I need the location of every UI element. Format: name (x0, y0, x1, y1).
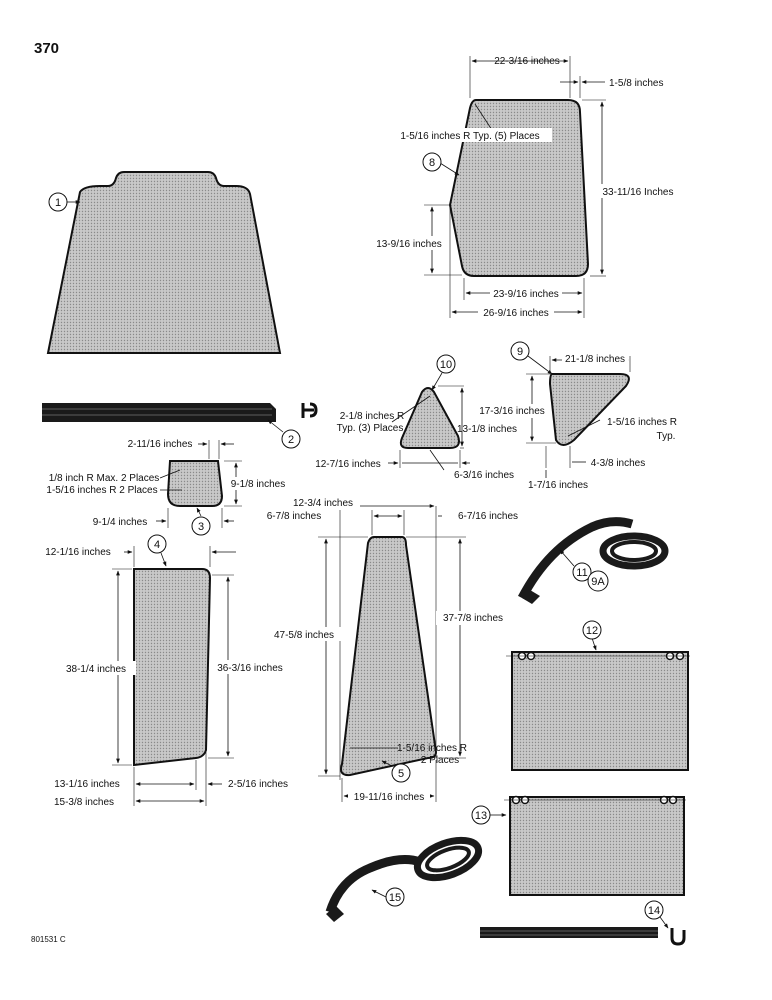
seal-strip-14 (480, 927, 658, 938)
dim-p10-radius-b: Typ. (3) Places (337, 423, 404, 434)
dim-p3-radius1: 1/8 inch R Max. 2 Places (49, 473, 160, 484)
glass-panel-9 (548, 373, 630, 446)
callout-12-label: 12 (586, 625, 598, 637)
glass-panel-10 (399, 387, 460, 449)
callout-4-label: 4 (154, 539, 160, 551)
callout-11 (572, 562, 592, 582)
callout-2 (281, 429, 301, 449)
dim-p9-top: 21-1/8 inches (565, 354, 625, 365)
dim-p4-right: 36-3/16 inches (217, 663, 283, 674)
dim-p5-top-left: 6-7/8 inches (267, 511, 321, 522)
dim-p9-radius-b: Typ. (657, 431, 676, 442)
glass-panel-8 (448, 99, 590, 277)
seal-coil-11 (599, 532, 669, 570)
seal-strip-part-2: 2 (42, 402, 318, 449)
dim-p3-top: 2-11/16 inches (128, 439, 193, 450)
dim-p4-width: 15-3/8 inches (54, 797, 114, 808)
glass-part-3: 2-11/16 inches 1/8 inch R Max. 2 Places … (46, 439, 290, 536)
callout-3-label: 3 (198, 521, 204, 533)
glass-part-9: 9 21-1/8 inches 17-3/16 inches 1-5/16 in… (479, 341, 677, 491)
seal-strip-part-14: 14 (480, 900, 686, 946)
callout-8-label: 8 (429, 157, 435, 169)
dim-p8-height: 33-11/16 Inches (603, 187, 674, 198)
callout-10 (436, 354, 456, 374)
dim-p8-left: 13-9/16 inches (376, 239, 442, 250)
callout-9 (510, 341, 530, 361)
seal-strip-2 (42, 403, 276, 422)
callout-3 (191, 516, 211, 536)
dim-p3-height: 9-1/8 inches (231, 479, 285, 490)
dim-p5-top: 12-3/4 inches (293, 498, 353, 509)
glass-part-13: 13 (471, 795, 686, 896)
dim-p3-radius2: 1-5/16 inches R 2 Places (46, 485, 157, 496)
callout-1-label: 1 (55, 197, 61, 209)
dim-p5-radius-b: 2 Places (421, 755, 459, 766)
callout-12 (582, 620, 602, 640)
dim-p4-left: 38-1/4 inches (66, 664, 126, 675)
dim-p5-width: 19-11/16 inches (354, 792, 424, 803)
callout-9a-label: 9A (591, 576, 605, 588)
callout-13-label: 13 (475, 810, 487, 822)
callout-9-label: 9 (517, 346, 523, 358)
dim-p5-right: 37-7/8 inches (443, 613, 503, 624)
dim-p10-radius-a: 2-1/8 inches R (340, 411, 404, 422)
callout-9a (587, 570, 609, 592)
page-number: 370 (34, 40, 60, 57)
dim-p9-bottom: 4-3/8 inches (591, 458, 645, 469)
dim-p10-height: 13-1/8 inches (457, 424, 517, 435)
dim-p9-offset: 1-7/16 inches (528, 480, 588, 491)
callout-13 (471, 805, 491, 825)
dim-p8-width: 26-9/16 inches (483, 308, 549, 319)
callout-4 (147, 534, 167, 554)
glass-part-5: 12-3/4 inches 6-7/8 inches 6-7/16 inches… (260, 497, 518, 803)
dim-p3-width: 9-1/4 inches (93, 517, 147, 528)
figure-code: 801531 C (31, 935, 66, 944)
callout-8 (422, 152, 442, 172)
glass-part-10: 10 2-1/8 inches R Typ. (3) Places 13-1/8… (315, 354, 517, 481)
glass-part-8: 22-3/16 inches 1-5/8 inches 1-5/16 inche… (370, 56, 690, 319)
glass-part-4: 4 12-1/16 inches 38-1/4 inches 36-3/16 i… (45, 534, 290, 808)
dim-p8-offset: 1-5/8 inches (609, 78, 663, 89)
seal-profile-icon-2 (301, 402, 318, 418)
callout-15-label: 15 (389, 892, 401, 904)
callout-10-label: 10 (440, 359, 452, 371)
dim-p8-radius: 1-5/16 inches R Typ. (5) Places (400, 131, 539, 142)
dim-p5-radius-a: 1-5/16 inches R (397, 743, 467, 754)
dim-p10-width: 12-7/16 inches (315, 459, 381, 470)
glass-part-1: 1 (46, 171, 282, 354)
dim-p9-height: 17-3/16 inches (479, 406, 545, 417)
dim-p8-bottom: 23-9/16 inches (493, 289, 559, 300)
dim-p4-top: 12-1/16 inches (45, 547, 111, 558)
glass-panel-1 (46, 171, 282, 354)
callout-5-label: 5 (398, 768, 404, 780)
dim-p10-offset: 6-3/16 inches (454, 470, 514, 481)
callout-14-label: 14 (648, 905, 660, 917)
seal-coil-15 (413, 836, 483, 882)
callout-11-label: 11 (576, 567, 587, 579)
callout-5 (391, 763, 411, 783)
glass-part-12: 12 (506, 620, 690, 771)
callout-1 (48, 192, 68, 212)
dim-p9-radius-a: 1-5/16 inches R (607, 417, 677, 428)
dim-p5-height: 47-5/8 inches (274, 630, 334, 641)
glass-panel-12 (511, 651, 689, 771)
seal-coil-part-11: 11 9A (518, 517, 669, 604)
dim-p4-offset: 2-5/16 inches (228, 779, 288, 790)
glass-panel-5 (340, 536, 438, 777)
callout-14 (644, 900, 664, 920)
glass-panel-13 (509, 796, 685, 896)
dim-p5-top-right: 6-7/16 inches (458, 511, 518, 522)
callout-15 (385, 887, 405, 907)
callout-2-label: 2 (288, 434, 294, 446)
glass-panel-3 (166, 460, 224, 507)
dim-p8-top: 22-3/16 inches (494, 56, 560, 67)
seal-coil-part-15: 15 (325, 836, 483, 922)
seal-profile-icon-14 (670, 928, 686, 946)
dim-p4-bottom: 13-1/16 inches (54, 779, 120, 790)
glass-panel-4 (133, 568, 212, 767)
